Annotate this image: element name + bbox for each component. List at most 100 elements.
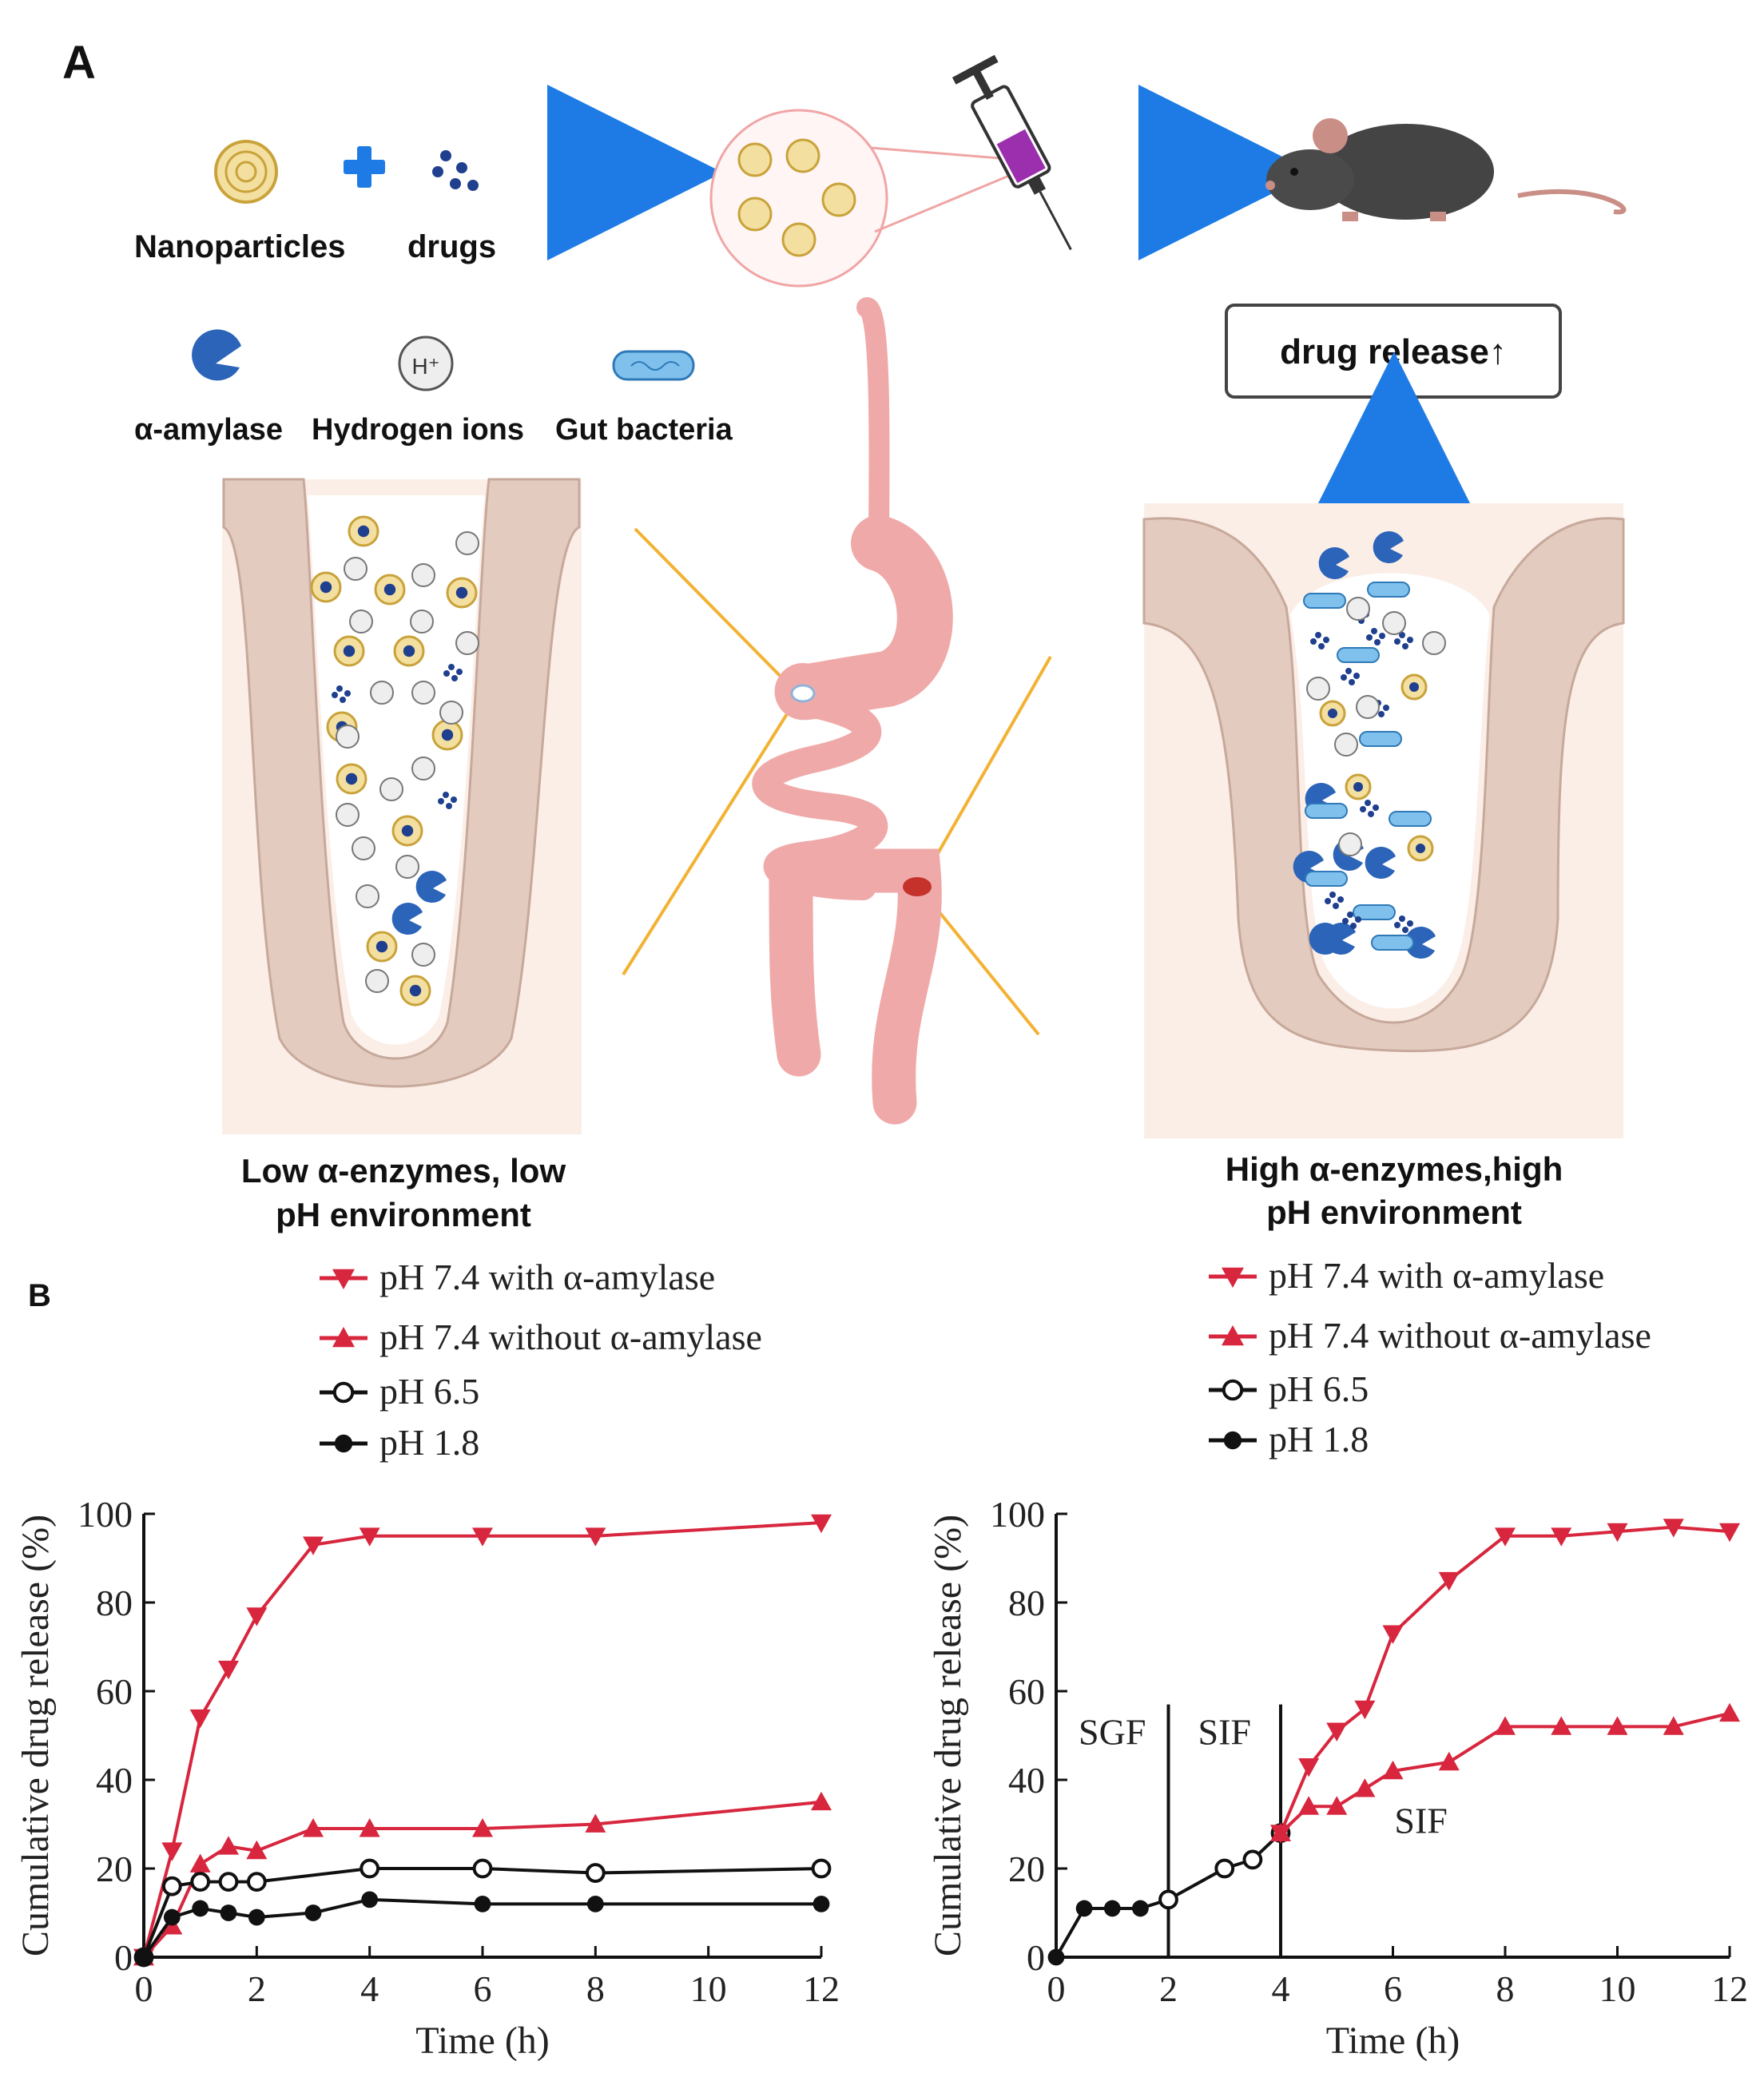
hydrogen-ion-icon: [336, 803, 360, 827]
drug-dot: [443, 670, 450, 677]
hydrogen-ion-icon: [365, 969, 389, 993]
phase-annotation: SIF: [1394, 1801, 1447, 1841]
drug-dot: [1407, 637, 1413, 643]
legend-label: pH 6.5: [379, 1371, 479, 1412]
marker-triangle-down: [303, 1536, 324, 1555]
amylase-label: α-amylase: [134, 413, 283, 447]
x-tick-label: 10: [1599, 1968, 1636, 2009]
marker-circle-filled: [1075, 1900, 1093, 1917]
y-tick-label: 100: [77, 1494, 133, 1535]
drug-dot: [1383, 705, 1389, 711]
drug-dot: [1374, 639, 1381, 645]
drug-dot: [343, 645, 356, 657]
marker-triangle-down: [332, 1269, 355, 1289]
marker-circle-open: [1222, 1379, 1244, 1401]
x-tick-label: 6: [474, 1968, 492, 2009]
y-tick-label: 0: [114, 1937, 133, 1978]
marker-triangle-up: [332, 1327, 355, 1348]
marker-triangle-down: [359, 1527, 380, 1547]
marker-triangle-up: [472, 1818, 493, 1837]
hydrogen-ion-icon: [344, 557, 368, 581]
marker-circle-filled: [163, 1908, 181, 1926]
marker-triangle-up: [1551, 1716, 1572, 1735]
drug-dot: [1373, 804, 1379, 811]
syringe-icon: [952, 54, 1072, 251]
marker-triangle-down: [1298, 1757, 1320, 1777]
gut-tract-icon: [622, 297, 1052, 1125]
marker-circle-filled: [248, 1908, 265, 1926]
hydrogen-label: Hydrogen ions: [312, 413, 524, 447]
marker-circle-filled: [220, 1904, 237, 1921]
bacteria-icon: [612, 350, 695, 381]
hydrogen-symbol: H⁺: [412, 354, 440, 379]
drug-dot: [345, 772, 358, 785]
marker-circle-filled: [192, 1900, 209, 1917]
drug-dot: [1409, 682, 1419, 692]
marker-circle-open: [332, 1381, 355, 1404]
drug-dot: [403, 645, 415, 657]
drug-dot: [409, 984, 422, 997]
marker-circle-filled: [812, 1896, 830, 1912]
y-tick-label: 20: [96, 1849, 133, 1889]
drug-dot: [336, 685, 343, 692]
marker-circle-open: [190, 1872, 211, 1892]
marker-circle-filled: [1047, 1948, 1065, 1966]
marker-circle-filled: [1103, 1900, 1121, 1917]
hydrogen-ion-icon: [1338, 832, 1362, 856]
hydrogen-ion-icon: [411, 681, 435, 705]
marker-circle-filled: [304, 1904, 322, 1921]
drug-dot: [320, 581, 332, 594]
intestine-icon: [1142, 503, 1625, 1138]
marker-circle-filled: [135, 1948, 153, 1966]
hydrogen-ion-icon: [411, 757, 435, 780]
marker-circle-open: [1158, 1889, 1178, 1910]
drug-dot: [1353, 673, 1360, 679]
amylase-icon: [1309, 923, 1340, 955]
marker-triangle-up: [1298, 1796, 1320, 1815]
marker-triangle-down: [218, 1660, 239, 1680]
marker-triangle-up: [1382, 1760, 1404, 1780]
drug-dot: [1399, 915, 1405, 922]
series-line: [142, 1867, 822, 1958]
drug-dot: [451, 675, 458, 681]
marker-circle-filled: [334, 1434, 353, 1453]
marker-triangle-down: [1719, 1523, 1740, 1543]
marker-triangle-up: [189, 1853, 211, 1873]
legend-label: pH 7.4 without α-amylase: [379, 1317, 762, 1357]
bacteria-icon: [1353, 904, 1396, 920]
x-tick-label: 2: [1159, 1968, 1178, 2009]
legend-label: pH 1.8: [1269, 1419, 1369, 1460]
series-line: [142, 1521, 822, 1958]
left-caption-line2: pH environment: [276, 1196, 531, 1233]
marker-circle-open: [811, 1858, 832, 1879]
drug-dot: [1342, 918, 1349, 924]
hydrogen-ion-icon: [336, 725, 360, 749]
series-line: [142, 1897, 821, 1959]
marker-triangle-down: [1438, 1571, 1460, 1591]
marker-triangle-up: [1719, 1702, 1740, 1722]
panel-a-label: A: [62, 37, 96, 89]
y-tick-label: 40: [96, 1760, 133, 1801]
left-caption-line1: Low α-enzymes, low: [241, 1152, 566, 1189]
marker-circle-open: [246, 1872, 267, 1892]
y-tick-label: 20: [1008, 1849, 1045, 1889]
drugs-label: drugs: [407, 229, 496, 264]
drug-dot: [401, 824, 414, 837]
drug-dot: [1333, 903, 1339, 909]
marker-circle-open: [1242, 1849, 1263, 1870]
bacteria-icon: [1389, 811, 1432, 827]
marker-triangle-down: [1663, 1519, 1684, 1538]
bacteria-icon: [1305, 803, 1348, 819]
marker-triangle-up: [246, 1840, 268, 1860]
hydrogen-ion-icon: [410, 610, 434, 633]
marker-triangle-up: [585, 1813, 606, 1833]
marker-triangle-down: [1326, 1722, 1348, 1741]
marker-circle-filled: [586, 1896, 604, 1912]
bacteria-icon: [1305, 871, 1348, 887]
marker-circle-open: [585, 1863, 606, 1883]
marker-circle-open: [472, 1858, 493, 1879]
